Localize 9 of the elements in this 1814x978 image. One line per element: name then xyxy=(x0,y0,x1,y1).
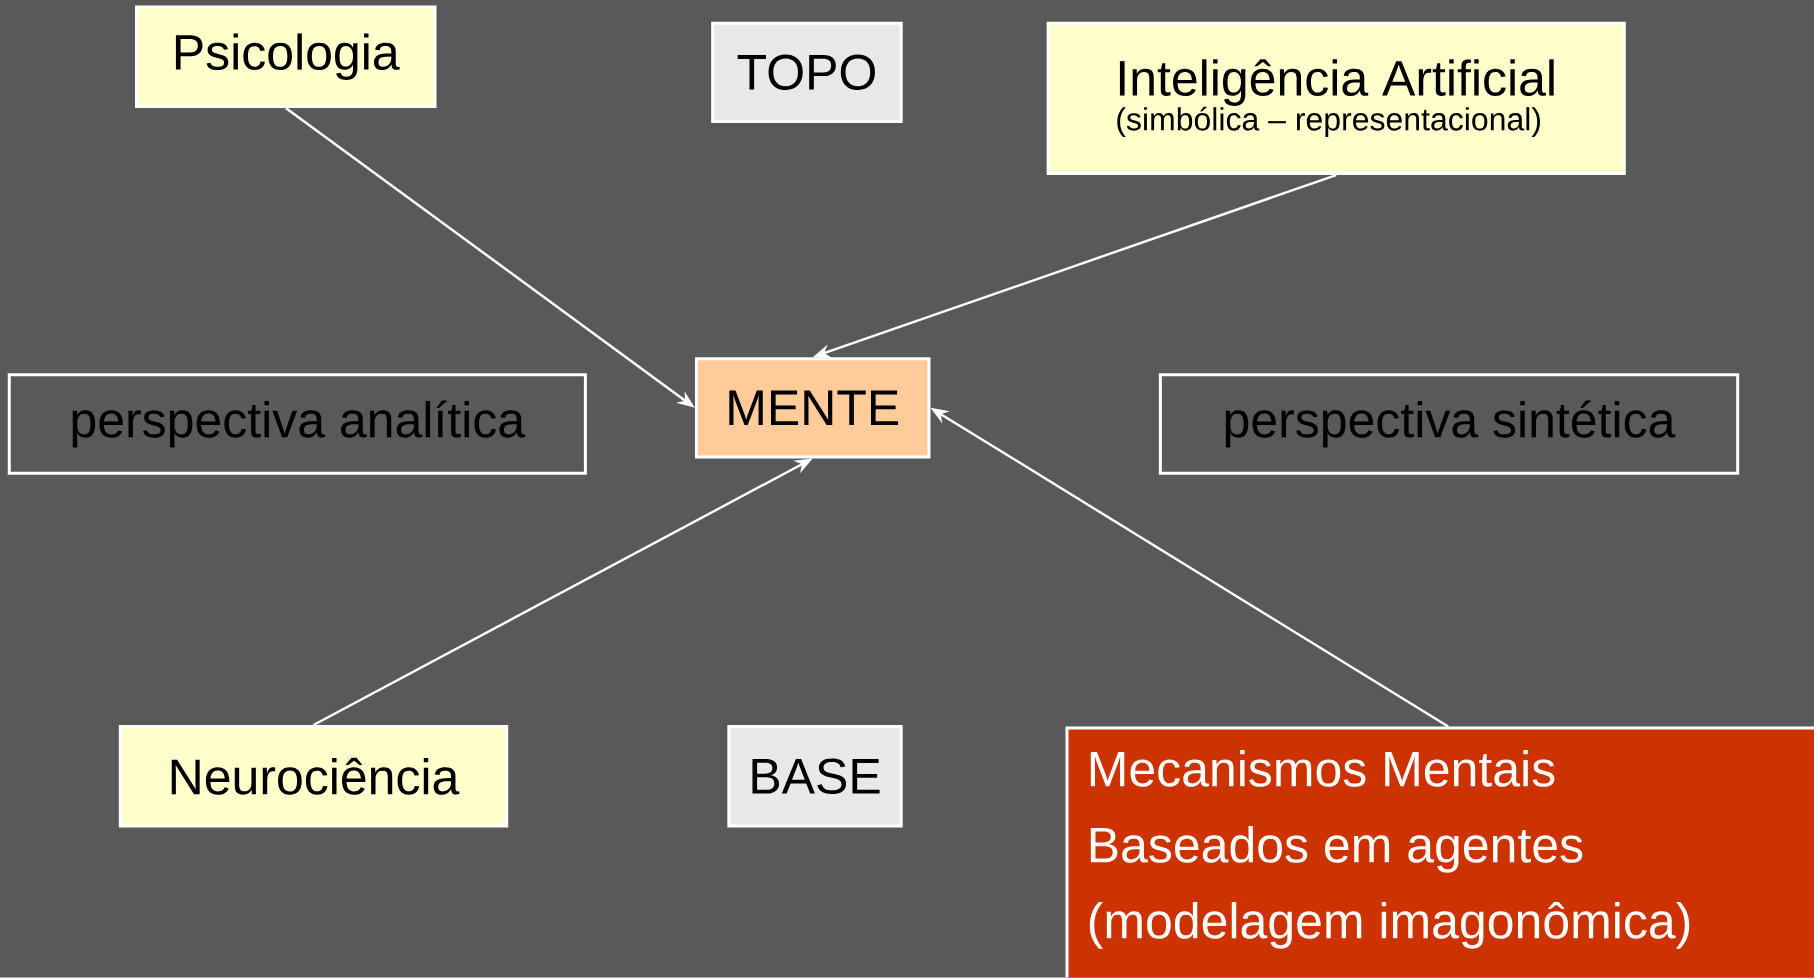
label-box: TOPO xyxy=(711,21,903,124)
label-box: BASE xyxy=(727,725,903,828)
wide-box: Mecanismos Mentais Baseados em agentes (modelagem imagonômica) xyxy=(1065,726,1814,978)
title-box: Psicologia xyxy=(135,5,437,109)
title-box: Neurociência xyxy=(118,725,509,828)
center-box: MENTE xyxy=(694,357,931,459)
label-box: perspectiva sintética xyxy=(1158,373,1740,475)
title-box: Inteligência Artificial (simbólica – representacional) xyxy=(1046,21,1626,176)
label-box: perspectiva analítica xyxy=(7,373,587,475)
